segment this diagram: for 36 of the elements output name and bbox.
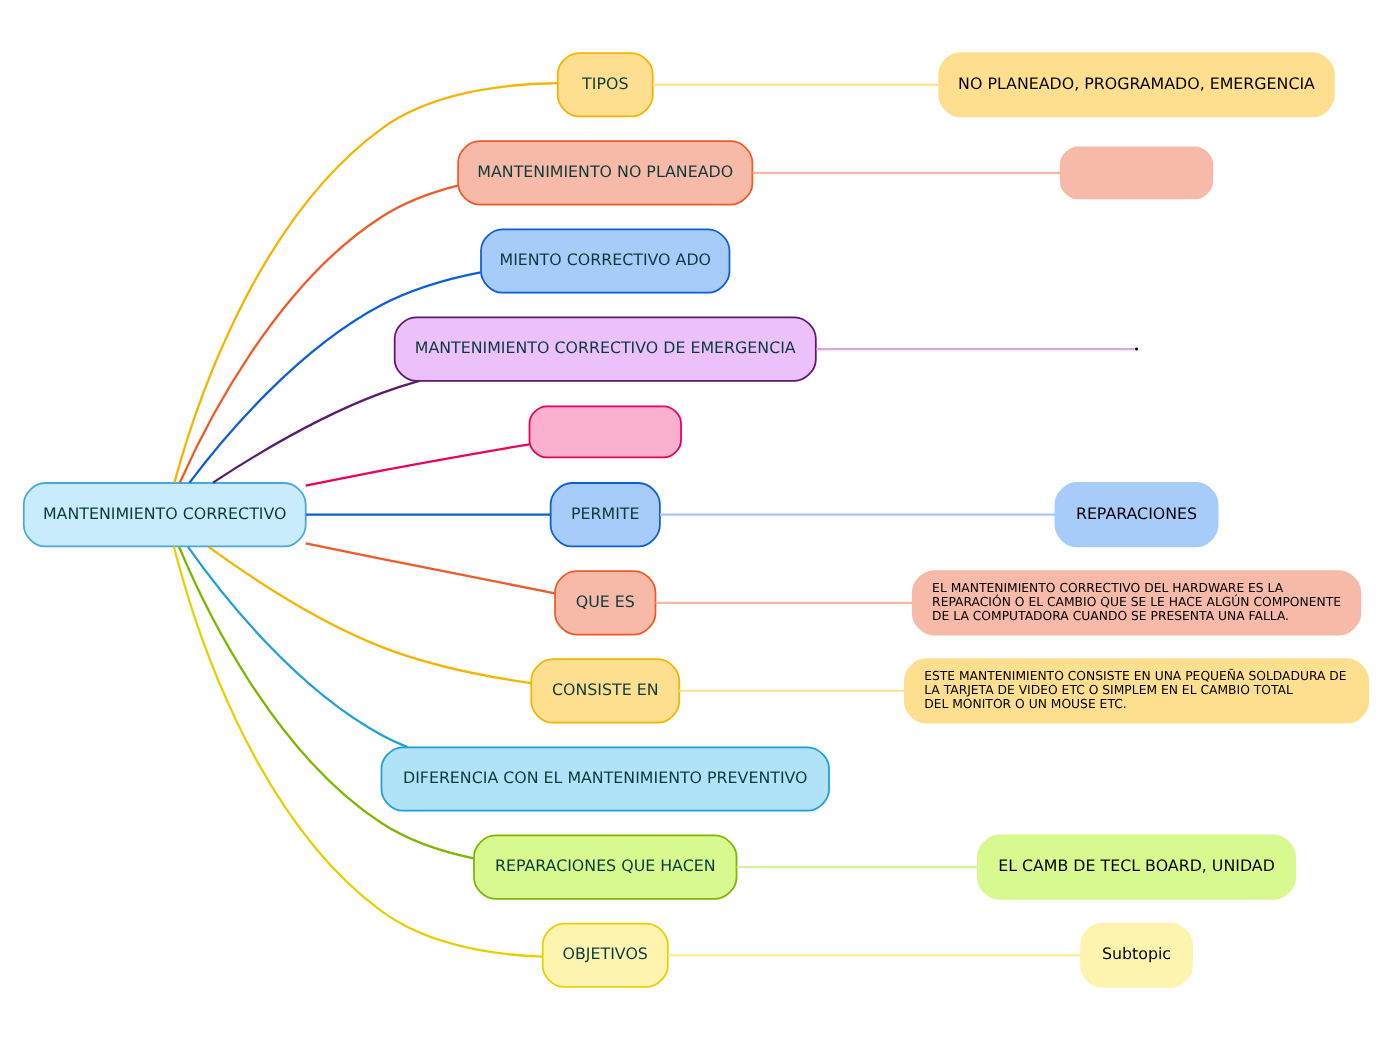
connector — [188, 271, 481, 484]
node-box: MANTENIMIENTO CORRECTIVO DE EMERGENCIA — [393, 316, 817, 382]
node-box: Subtopic — [1080, 922, 1193, 988]
node-box: REPARACIONES — [1054, 482, 1219, 548]
connector — [752, 171, 1061, 174]
connector — [655, 601, 913, 604]
connector — [652, 83, 939, 86]
node-box: MANTENIMIENTO CORRECTIVO — [22, 482, 307, 548]
connector — [212, 379, 420, 484]
node-box: REPARACIONES QUE HACEN — [473, 834, 738, 900]
connector — [305, 443, 530, 487]
connector — [172, 546, 543, 958]
connector — [178, 184, 458, 483]
connector — [207, 545, 532, 685]
node-box: PERMITE — [549, 482, 661, 548]
connector — [173, 81, 558, 483]
node-box: MIENTO CORRECTIVO ADO — [480, 228, 731, 294]
node-box: NO PLANEADO, PROGRAMADO, EMERGENCIA — [938, 52, 1335, 118]
node-box: QUE ES — [554, 570, 657, 636]
connector — [177, 546, 474, 860]
connector — [187, 546, 408, 749]
connector — [305, 542, 556, 595]
node-box — [528, 405, 682, 459]
node-box: MANTENIMIENTO NO PLANEADO — [457, 140, 754, 206]
connector — [679, 689, 905, 693]
connector — [305, 513, 551, 516]
node-box: DIFERENCIA CON EL MANTENIMIENTO PREVENTIVO — [380, 746, 830, 812]
connector — [668, 954, 1081, 957]
node-box: EL CAMB DE TECL BOARD, UNIDAD — [977, 834, 1296, 900]
node-box: TIPOS — [556, 52, 654, 118]
connector — [816, 347, 1135, 351]
node-box — [1059, 146, 1214, 200]
connector — [660, 513, 1056, 516]
connector — [736, 866, 978, 869]
node-box: OBJETIVOS — [541, 922, 669, 988]
node-box: CONSISTE EN — [530, 658, 681, 724]
